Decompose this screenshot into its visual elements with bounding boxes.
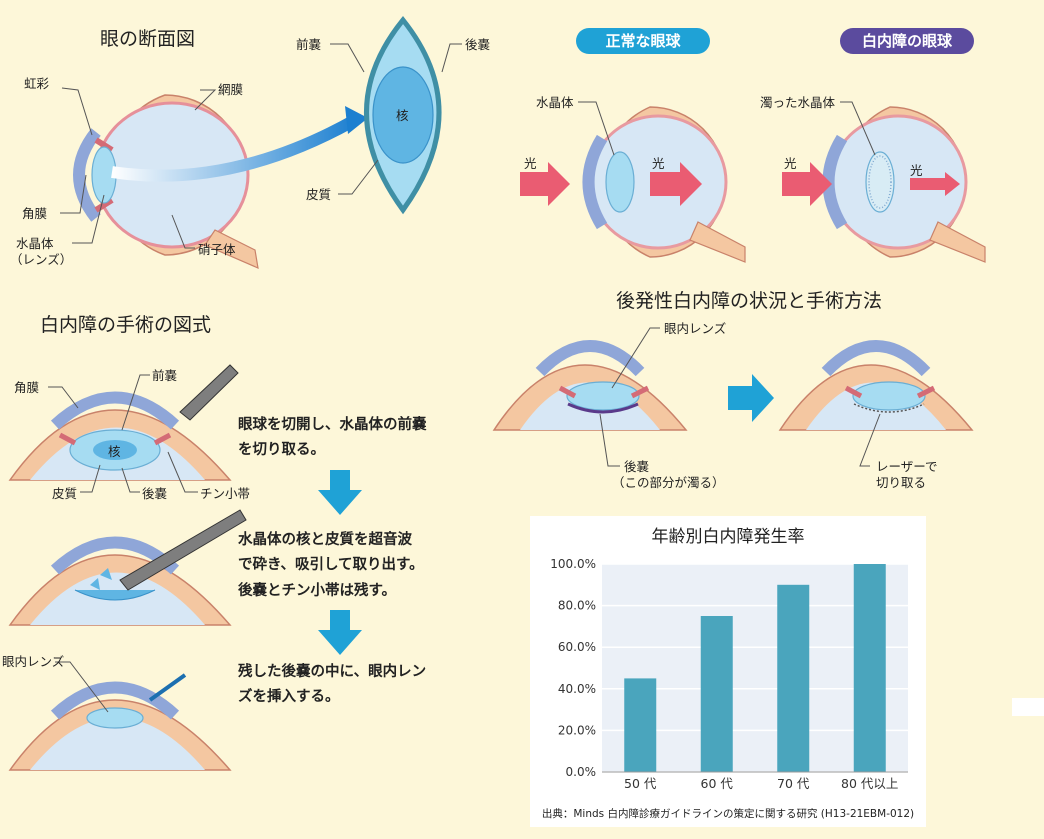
step-1-line-2: を切り取る。 [238, 442, 325, 459]
label-cortex: 皮質 [306, 187, 332, 202]
chart-title: 年齢別白内障発生率 [651, 527, 805, 547]
eye-cross-section [73, 94, 368, 269]
label-secondary-posterior: 後嚢 [624, 459, 650, 474]
step-3-line-2: ズを挿入する。 [238, 689, 340, 706]
secondary-before [492, 340, 688, 431]
white-patch [1012, 698, 1044, 716]
x-tick-label: 60 代 [701, 776, 734, 791]
label-posterior-capsule: 後嚢 [465, 37, 491, 52]
step-2-line-1: 水晶体の核と皮質を超音波 [238, 532, 412, 548]
surgery-title: 白内障の手術の図式 [40, 314, 212, 336]
surgery-label-nucleus: 核 [108, 444, 121, 459]
lens-leaders [330, 43, 462, 195]
y-tick-label: 20.0% [558, 723, 596, 737]
bar [624, 678, 657, 772]
label-lens-paren: （レンズ） [10, 252, 73, 267]
surgery-label-cortex: 皮質 [52, 486, 78, 501]
surgery-leaders [48, 374, 198, 713]
bar [853, 564, 886, 772]
comparison-leaders [578, 101, 876, 156]
step-arrow-1 [318, 470, 362, 515]
x-tick-label: 70 代 [777, 776, 810, 791]
step-1-line-1: 眼球を切開し、水晶体の前嚢 [238, 417, 427, 433]
light-label-1: 光 [524, 156, 537, 171]
y-tick-label: 0.0% [566, 765, 597, 779]
surgery-step-1-text: 眼球を切開し、水晶体の前嚢 を切り取る。 [238, 413, 427, 464]
surgery-label-iol: 眼内レンズ [2, 654, 65, 669]
y-tick-label: 100.0% [550, 557, 596, 571]
normal-eye [520, 105, 747, 264]
step-arrow-2 [318, 610, 362, 655]
chart-plot: 0.0% 20.0% 40.0% 60.0% 80.0% 100.0% 50 代 60 代 70… [550, 557, 908, 791]
label-cornea: 角膜 [22, 206, 48, 221]
secondary-after [778, 340, 974, 431]
step-2-line-2: で砕き、吸引して取り出す。 [238, 557, 424, 574]
bar [777, 584, 810, 772]
normal-eye-title: 正常な眼球 [576, 28, 710, 54]
cross-section-title: 眼の断面図 [100, 28, 196, 50]
lens-detail [364, 16, 442, 215]
surgery-label-cornea: 角膜 [14, 380, 40, 395]
secondary-title: 後発性白内障の状況と手術方法 [616, 290, 883, 312]
age-cataract-chart: 年齢別白内障発生率 0.0% 20.0% 40.0% 60.0% 80.0% 100.0%… [530, 516, 926, 827]
label-nucleus: 核 [396, 108, 409, 123]
surgery-step-3 [8, 673, 232, 771]
label-retina: 網膜 [218, 82, 244, 97]
x-tick-label: 80 代以上 [841, 776, 898, 791]
surgery-label-anterior: 前嚢 [152, 368, 178, 383]
label-vitreous: 硝子体 [198, 242, 236, 257]
light-label-2: 光 [652, 156, 665, 171]
light-label-3: 光 [784, 156, 797, 171]
secondary-leaders [599, 327, 881, 467]
step-3-line-1: 残した後嚢の中に、眼内レン [238, 664, 427, 680]
light-label-4: 光 [910, 163, 923, 178]
surgery-label-posterior: 後嚢 [142, 486, 168, 501]
label-laser: レーザーで [876, 459, 938, 474]
label-iris: 虹彩 [24, 76, 50, 91]
surgery-step-2-text: 水晶体の核と皮質を超音波 で砕き、吸引して取り出す。 後嚢とチン小帯は残す。 [238, 528, 424, 604]
label-anterior-capsule: 前嚢 [296, 37, 322, 52]
x-tick-label: 50 代 [624, 776, 657, 791]
surgery-step-3-text: 残した後嚢の中に、眼内レン ズを挿入する。 [238, 660, 426, 711]
label-cloudy-lens: 濁った水晶体 [760, 95, 836, 110]
bar [700, 616, 733, 772]
surgery-step-2 [8, 509, 247, 626]
surgery-label-zonule: チン小帯 [200, 486, 251, 501]
cataract-eye-title: 白内障の眼球 [840, 28, 974, 54]
y-tick-label: 80.0% [558, 599, 596, 613]
label-secondary-iol: 眼内レンズ [664, 321, 727, 336]
secondary-arrow [728, 374, 774, 422]
cross-section-leaders [60, 87, 217, 249]
step-2-line-3: 後嚢とチン小帯は残す。 [238, 582, 397, 599]
cataract-eye [782, 105, 987, 264]
y-tick-label: 40.0% [558, 682, 596, 696]
label-secondary-note: （この部分が濁る） [612, 475, 725, 490]
chart-source: 出典：Minds 白内障診療ガイドラインの策定に関する研究 (H13-21EBM… [541, 808, 915, 820]
label-laser-2: 切り取る [876, 475, 927, 490]
label-normal-lens: 水晶体 [536, 95, 574, 110]
surgery-step-1 [8, 364, 239, 481]
label-lens: 水晶体 [16, 236, 54, 251]
y-tick-label: 60.0% [558, 640, 596, 654]
